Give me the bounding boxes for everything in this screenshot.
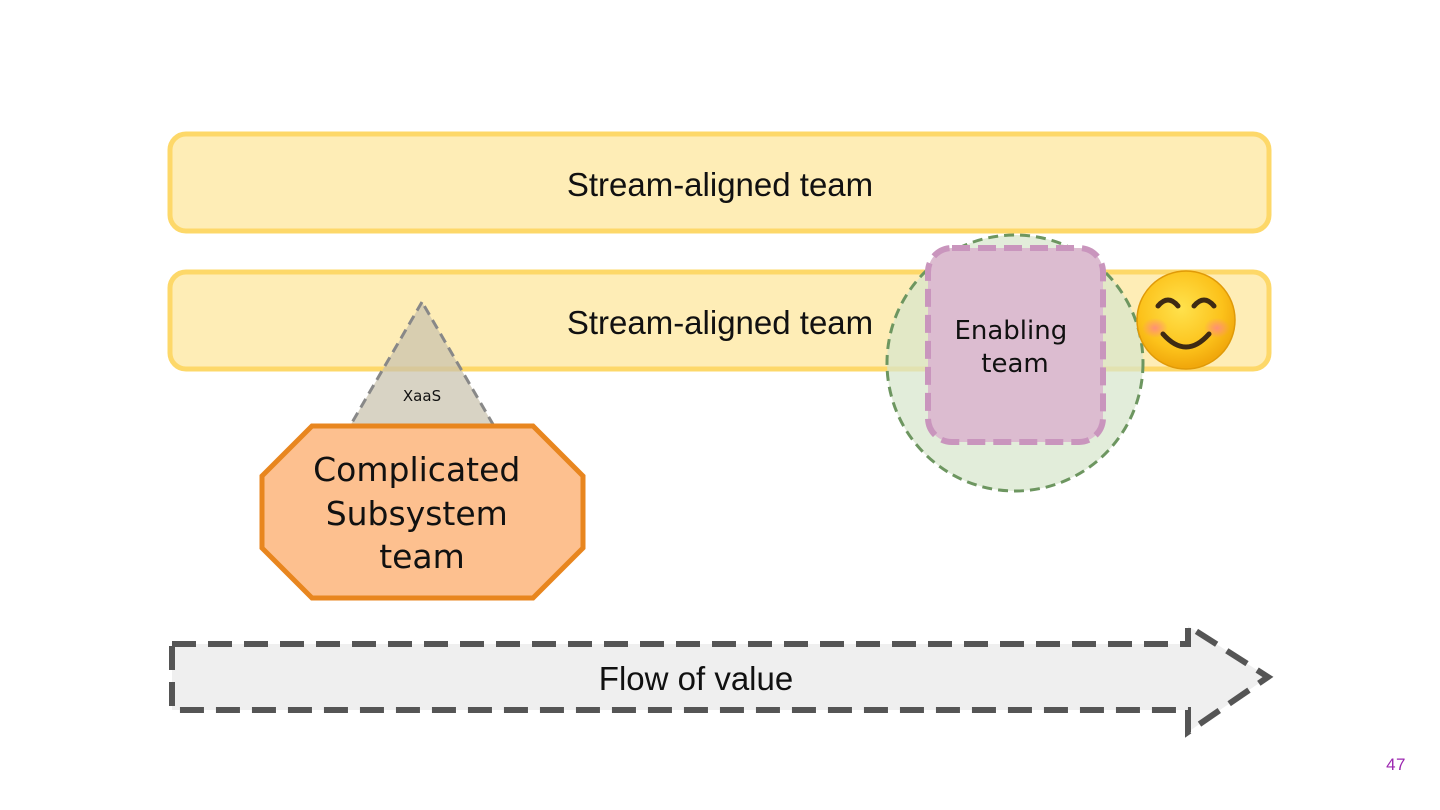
enabling-team: Enabling team (885, 233, 1145, 493)
complicated-subsystem-label: Complicated Subsystem team (313, 450, 531, 576)
xaas-label: XaaS (403, 387, 441, 405)
complicated-subsystem-line-1: Complicated (313, 450, 520, 489)
page-number: 47 (1386, 755, 1406, 774)
flow-of-value-label: Flow of value (599, 660, 793, 697)
flow-of-value-shape (169, 620, 1274, 738)
stream-aligned-team-1-box (167, 131, 1272, 234)
smiling-face-icon (1136, 270, 1236, 370)
complicated-subsystem-team: Complicated Subsystem team (259, 423, 586, 601)
enabling-team-line-1: Enabling (954, 316, 1067, 346)
complicated-subsystem-line-3: team (379, 537, 465, 576)
complicated-subsystem-line-2: Subsystem (326, 494, 508, 533)
enabling-team-label: Enabling team (954, 316, 1075, 379)
complicated-subsystem-octagon (259, 423, 586, 601)
stream-aligned-team-1: Stream-aligned team (167, 131, 1272, 234)
flow-of-value-arrow: Flow of value (169, 620, 1274, 738)
enabling-team-box (925, 245, 1106, 445)
enabling-team-line-2: team (981, 349, 1048, 379)
stream-aligned-team-1-label: Stream-aligned team (567, 166, 873, 203)
xaas-interaction: XaaS (347, 299, 497, 428)
stream-aligned-team-2-label: Stream-aligned team (567, 304, 873, 341)
